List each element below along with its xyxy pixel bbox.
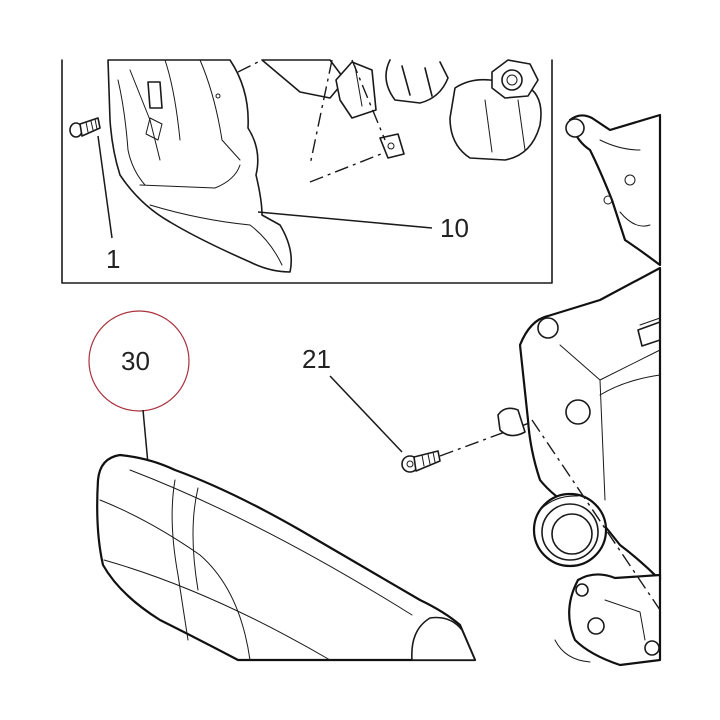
detail-inset (61, 59, 553, 284)
silencer-part-30 (96, 453, 477, 662)
highlight-circle-part-30 (88, 310, 190, 412)
inset-frame (61, 59, 553, 284)
sensor-pipe (449, 59, 542, 161)
callout-part-30: 30 (121, 346, 150, 376)
screw-part-21 (401, 450, 441, 473)
pivot-bearing (532, 492, 608, 568)
screw-part-1 (69, 117, 101, 138)
callout-part-21: 21 (302, 344, 331, 374)
callout-part-1: 1 (106, 244, 120, 274)
bracket-hatched (261, 59, 377, 119)
frame-structure (497, 113, 662, 667)
heat-shield-part (107, 59, 293, 273)
clamp-part (385, 59, 449, 104)
callout-part-10: 10 (440, 213, 469, 243)
